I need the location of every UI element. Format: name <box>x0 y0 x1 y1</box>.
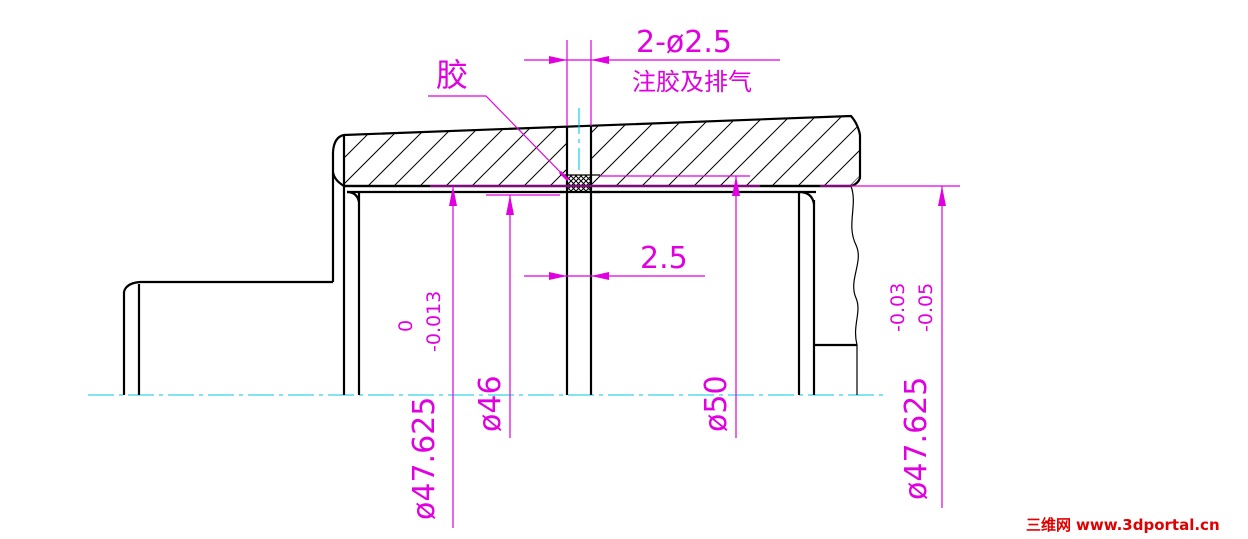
diam-46-label: ø46 <box>473 375 508 432</box>
hatch-line <box>579 175 591 187</box>
sleeve-left-flange <box>331 133 345 282</box>
bore-right-diam-label: ø47.625 <box>899 377 934 500</box>
arrow-bore-left <box>449 186 457 206</box>
hatch-line <box>545 127 567 185</box>
hole-purpose-label: 注胶及排气 <box>632 68 752 96</box>
hatch-line <box>493 127 567 185</box>
hatch-line <box>389 127 471 185</box>
hatch-line <box>415 127 497 185</box>
hatch-line <box>344 127 419 185</box>
glue-label: 胶 <box>436 56 468 94</box>
arrow-gap-right <box>591 272 609 280</box>
hatch-line <box>845 116 860 185</box>
arrow-gap-left <box>549 272 567 280</box>
hatch-line <box>898 110 978 190</box>
hatch-line <box>363 127 445 185</box>
hatch-line <box>344 127 367 185</box>
hatch-line <box>584 175 591 182</box>
hatch-line <box>819 116 860 185</box>
hatch-line <box>508 110 588 190</box>
arrow-50 <box>732 176 740 196</box>
hatch-line <box>767 116 849 185</box>
hatch-line <box>574 175 591 192</box>
bore-wall-4-fillet <box>798 190 816 205</box>
bore-left-tol-upper: 0 <box>395 320 417 332</box>
hatch-line <box>872 110 952 190</box>
hatch-line <box>467 127 549 185</box>
hatch-line <box>715 116 797 185</box>
arrow-hole-right <box>591 56 609 64</box>
watermark-url: www.3dportal.cn <box>1076 516 1220 534</box>
hatch-line <box>637 116 719 185</box>
bore-wall-2-fillet <box>346 190 361 203</box>
hatch-line <box>591 116 641 185</box>
hatch-line <box>591 116 667 185</box>
watermark-site-name: 三维网 <box>1026 516 1071 534</box>
hatch-line <box>344 127 393 185</box>
hatch-line <box>519 127 567 185</box>
arrow-46 <box>506 195 514 215</box>
section-hatch-left <box>260 110 567 190</box>
gap-width-dim-label: 2.5 <box>640 241 688 276</box>
hatch-line <box>441 127 523 185</box>
glue-leader-tip <box>558 170 570 182</box>
bore-right-dim-group: ø47.625 -0.03 -0.05 <box>887 283 937 500</box>
diam-50-label: ø50 <box>699 375 734 432</box>
break-line <box>850 185 859 395</box>
hatch-line <box>793 116 860 185</box>
diam-46-group: ø46 <box>473 375 508 432</box>
bore-left-dim-group: ø47.625 0 -0.013 <box>395 291 445 520</box>
left-shaft-stub <box>122 280 333 395</box>
hatch-line <box>741 116 823 185</box>
hatch-line <box>924 110 1004 190</box>
hatch-line <box>260 110 340 190</box>
bore-left-tol-lower: -0.013 <box>423 291 445 352</box>
arrow-bore-right <box>938 186 946 206</box>
bore-left-diam-label: ø47.625 <box>407 397 442 520</box>
hole-count-dim-label: 2-ø2.5 <box>636 25 732 60</box>
diam-50-group: ø50 <box>699 375 734 432</box>
bore-right-tol-lower: -0.05 <box>915 283 937 332</box>
glue-leader <box>428 95 567 179</box>
arrow-hole-left <box>549 56 567 64</box>
bore-right-tol-upper: -0.03 <box>887 283 909 332</box>
hatch-line <box>689 116 771 185</box>
hatch-line <box>663 116 745 185</box>
